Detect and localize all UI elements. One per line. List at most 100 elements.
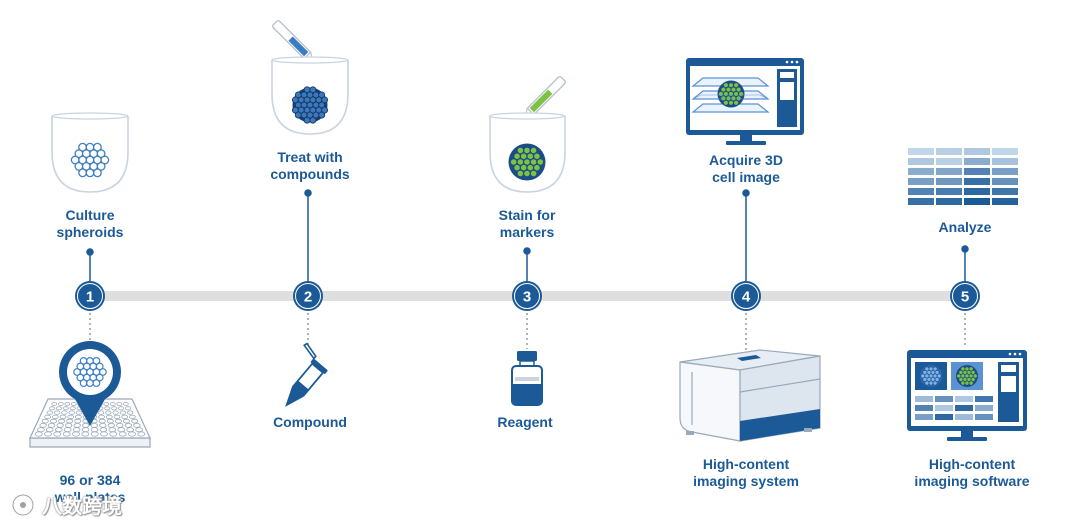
- monitor-base: [947, 437, 987, 441]
- well: [34, 431, 43, 437]
- spheroid-cell: [722, 99, 730, 106]
- heatmap-cell: [992, 168, 1018, 175]
- monitor-base: [726, 141, 766, 145]
- spheroid-cell: [98, 368, 107, 376]
- label-line: Culture: [65, 207, 115, 223]
- well: [98, 414, 105, 420]
- heatmap-cell: [908, 168, 934, 175]
- well: [81, 431, 90, 437]
- well: [124, 406, 132, 411]
- well: [116, 422, 124, 428]
- well: [69, 406, 76, 411]
- spheroid-cells: [291, 86, 329, 124]
- heatmap-cell: [992, 178, 1018, 185]
- well: [103, 402, 110, 406]
- reagent-liquid: [513, 384, 541, 404]
- label-line: spheroids: [56, 224, 124, 240]
- spheroid-cell: [936, 373, 942, 379]
- well: [65, 422, 73, 428]
- well: [51, 414, 59, 420]
- spheroid-cell: [92, 142, 102, 152]
- table-cell: [915, 414, 933, 420]
- heatmap-cell: [964, 188, 990, 195]
- spheroid-cells: [717, 82, 745, 106]
- spheroid-cell: [532, 152, 541, 161]
- instrument-stripe: [740, 409, 820, 441]
- table-cell: [935, 414, 953, 420]
- step-4-bottom-label: High-content imaging system: [693, 456, 799, 490]
- table-cell: [935, 405, 953, 411]
- spheroid-cell: [318, 101, 326, 109]
- tube-lid: [303, 342, 317, 360]
- well: [112, 410, 119, 415]
- well: [127, 410, 134, 415]
- heatmap-cell: [964, 178, 990, 185]
- spheroid-cell: [960, 380, 966, 386]
- spheroid-cup-icon: [51, 112, 129, 193]
- spheroid-cell: [532, 163, 541, 172]
- step-5-bottom-label: High-content imaging software: [914, 456, 1029, 490]
- well: [137, 431, 146, 437]
- connector-dot-3: [523, 247, 531, 255]
- label-line: Compound: [273, 414, 347, 430]
- spheroid-cell: [100, 155, 110, 165]
- spheroid-cell: [96, 149, 106, 159]
- well: [70, 402, 77, 406]
- step-marker-1: 1: [75, 281, 105, 311]
- spheroid-cell: [928, 380, 934, 386]
- spheroid-cell: [78, 168, 88, 178]
- spheroid-cell: [964, 380, 970, 386]
- label-line: 96 or 384: [59, 472, 121, 488]
- step-1-bottom-label: 96 or 384 well plates: [55, 472, 126, 506]
- well: [51, 402, 58, 406]
- results-table: [915, 396, 993, 420]
- well: [75, 410, 83, 415]
- well: [109, 402, 116, 406]
- label-line: Analyze: [938, 219, 992, 235]
- table-cell: [975, 414, 993, 420]
- imaging-instrument-icon: [679, 349, 821, 442]
- spheroid-cell: [95, 362, 104, 371]
- spheroid-cell: [934, 376, 940, 382]
- step-number: 1: [86, 289, 94, 306]
- well: [108, 427, 117, 433]
- spheroid-cells: [920, 366, 942, 386]
- well: [116, 402, 123, 406]
- well: [133, 422, 141, 428]
- well: [98, 418, 106, 424]
- heatmap-cell: [992, 148, 1018, 155]
- label-line: High-content: [928, 456, 1016, 472]
- tube-cap: [310, 358, 328, 374]
- well: [90, 427, 99, 433]
- step-marker-5: 5: [950, 281, 980, 311]
- table-cell: [915, 396, 933, 402]
- well: [121, 414, 129, 420]
- well: [109, 431, 118, 437]
- bottle-label: [515, 377, 539, 381]
- spheroid-cell: [309, 86, 317, 94]
- well: [105, 414, 113, 420]
- spheroid-cell: [96, 161, 106, 171]
- well: [64, 402, 71, 406]
- well: [56, 422, 64, 428]
- spheroid-cell: [932, 366, 938, 372]
- well: [74, 418, 82, 424]
- well: [53, 410, 61, 415]
- step-3-bottom-label: Reagent: [497, 414, 552, 431]
- step-number: 5: [961, 289, 969, 306]
- well: [72, 431, 80, 437]
- reagent-bottle-icon: [511, 351, 543, 406]
- spheroid-cell: [92, 379, 101, 388]
- well: [122, 402, 129, 406]
- spheroid-cell: [294, 111, 302, 119]
- stain-pipette-cup-icon: [488, 75, 567, 193]
- well: [128, 431, 136, 437]
- heatmap-cell: [936, 178, 962, 185]
- monitor-stand: [740, 135, 752, 142]
- bottle-cap: [517, 351, 537, 361]
- heatmap-cell: [964, 158, 990, 165]
- heatmap-cell: [908, 148, 934, 155]
- heatmap-cell: [908, 178, 934, 185]
- well: [123, 418, 130, 424]
